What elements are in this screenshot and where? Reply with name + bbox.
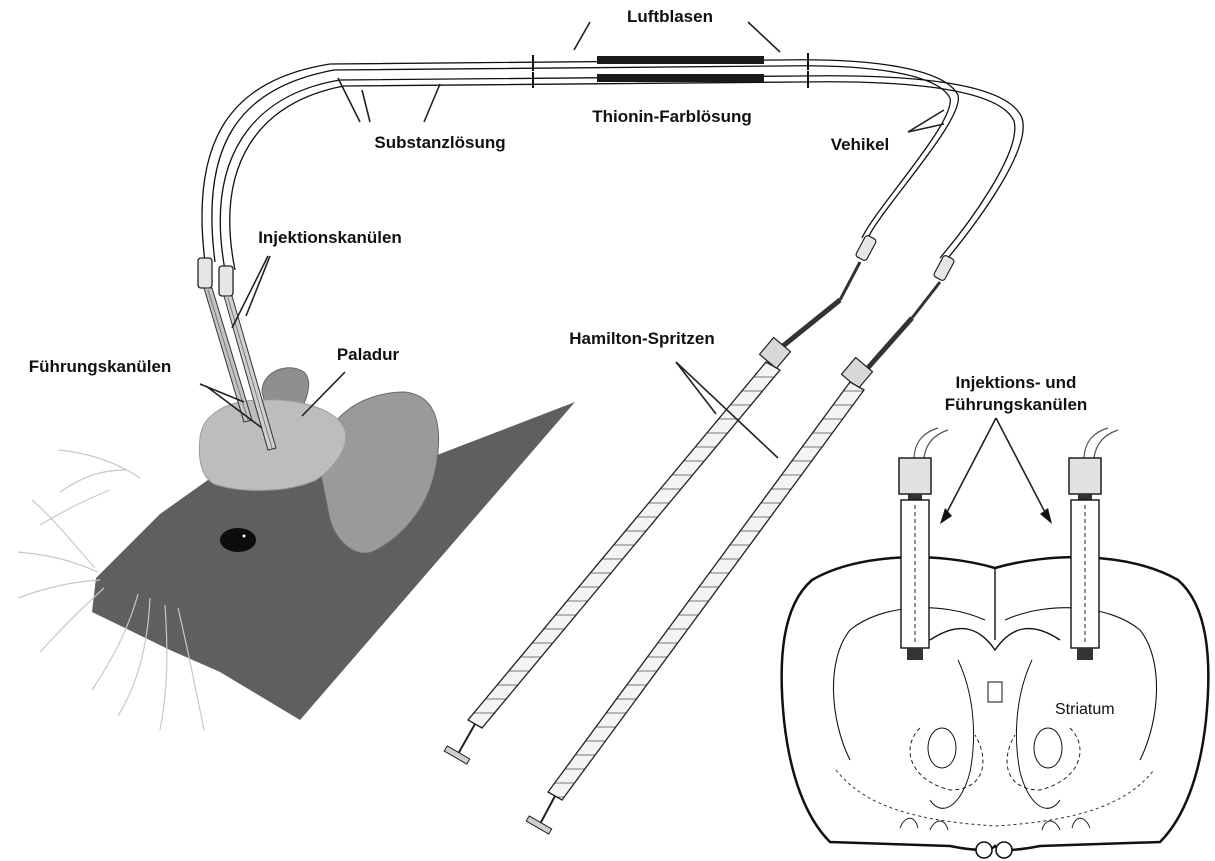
cannula-connector-right	[219, 266, 233, 296]
dye-segment-bottom	[597, 74, 764, 82]
label-fuehrungskanuelen: Führungskanülen	[29, 357, 172, 376]
ventral-gyri	[900, 818, 1090, 830]
syringe-right-plunger	[526, 816, 552, 834]
hamilton-syringe-left	[444, 235, 877, 765]
label-fuehrungskanuelen-brain: Führungskanülen	[945, 395, 1088, 414]
anterior-commissure-left	[928, 728, 956, 768]
syringe-right-hub	[842, 358, 873, 389]
syringe-left-plunger	[444, 746, 470, 764]
brain-cannula-right	[1069, 428, 1118, 660]
cannula-connector-left	[198, 258, 212, 288]
eye-highlight	[243, 535, 246, 538]
ventral-dashed-line	[836, 770, 1154, 826]
label-thionin: Thionin-Farblösung	[592, 107, 752, 126]
label-vehikel: Vehikel	[831, 135, 890, 154]
syringe-left-connector	[855, 235, 877, 262]
label-luftblasen: Luftblasen	[627, 7, 713, 26]
arrowhead-right	[1040, 508, 1052, 524]
optic-chiasm	[976, 842, 1012, 858]
third-ventricle-box	[988, 682, 1002, 702]
label-hamilton-spritzen: Hamilton-Spritzen	[569, 329, 714, 348]
rat-eye	[220, 528, 256, 552]
syringe-right-connector	[933, 255, 955, 282]
label-injektions-und: Injektions- und	[956, 373, 1077, 392]
brain-cannula-right-cap	[1069, 458, 1101, 494]
label-injektionskanuelen: Injektionskanülen	[258, 228, 402, 247]
label-substanzloesung: Substanzlösung	[374, 133, 505, 152]
brain-cannula-left-cap	[899, 458, 931, 494]
rat-head	[18, 368, 575, 730]
brain-coronal-section: Striatum	[782, 557, 1209, 858]
brain-cannula-left	[899, 428, 948, 660]
dye-segment-top	[597, 56, 764, 64]
arrowhead-left	[940, 508, 952, 524]
anterior-commissure-right	[1034, 728, 1062, 768]
label-paladur: Paladur	[337, 345, 400, 364]
striatum-label: Striatum	[1055, 701, 1115, 718]
